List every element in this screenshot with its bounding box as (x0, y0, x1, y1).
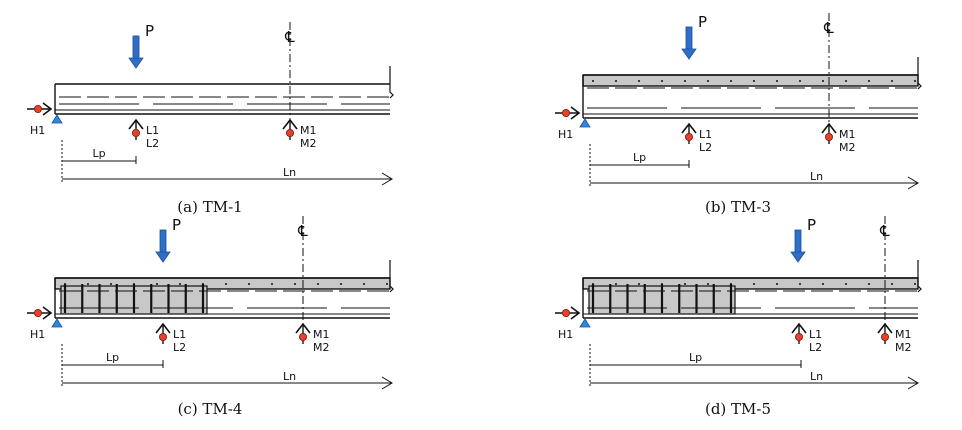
break-mark (389, 66, 394, 99)
load-arrow (128, 35, 144, 69)
panel-caption: (a) TM-1 (177, 198, 242, 216)
label-h1: H1 (558, 328, 573, 341)
label-l1: L1 (699, 128, 712, 141)
l-gauge (681, 122, 697, 144)
centerline-label: ℄ (297, 222, 308, 240)
label-m2: M2 (313, 341, 330, 354)
label-lp: Lp (689, 351, 702, 364)
l-gauge (155, 322, 171, 344)
load-arrow (790, 229, 806, 263)
load-arrow (681, 26, 697, 60)
load-label: P (145, 22, 154, 40)
label-lp: Lp (92, 147, 105, 160)
centerline-label: ℄ (284, 28, 295, 46)
ln-arrowhead (381, 376, 393, 390)
load-label: P (172, 216, 181, 234)
support-icon (579, 318, 591, 328)
support-icon (579, 118, 591, 128)
label-l1: L1 (146, 124, 159, 137)
label-l2: L2 (173, 341, 186, 354)
load-label: P (698, 13, 707, 31)
label-m2: M2 (895, 341, 912, 354)
label-h1: H1 (30, 124, 45, 137)
label-m1: M1 (839, 128, 856, 141)
centerline-label: ℄ (879, 222, 890, 240)
label-lp: Lp (106, 351, 119, 364)
l-gauge (791, 322, 807, 344)
load-arrow (155, 229, 171, 263)
panel-caption: (c) TM-4 (178, 400, 243, 418)
m-gauge (877, 322, 893, 344)
break-mark (917, 57, 922, 90)
label-l2: L2 (699, 141, 712, 154)
h-gauge-dot (34, 308, 43, 317)
h-gauge-dot (562, 109, 571, 118)
panel-caption: (b) TM-3 (705, 198, 771, 216)
label-m1: M1 (300, 124, 317, 137)
panel-caption: (d) TM-5 (705, 400, 771, 418)
ln-arrowhead (381, 172, 393, 186)
top-flange (582, 74, 919, 87)
label-l2: L2 (146, 137, 159, 150)
label-l1: L1 (173, 328, 186, 341)
h-gauge-arrow (42, 102, 53, 116)
label-m2: M2 (839, 141, 856, 154)
l-gauge (128, 118, 144, 140)
label-h1: H1 (30, 328, 45, 341)
break-mark (917, 260, 922, 293)
label-l1: L1 (809, 328, 822, 341)
m-gauge (282, 118, 298, 140)
m-gauge (821, 122, 837, 144)
centerline-label: ℄ (823, 19, 834, 37)
label-ln: Ln (283, 166, 296, 179)
label-h1: H1 (558, 128, 573, 141)
h-gauge-arrow (42, 306, 53, 320)
label-lp: Lp (633, 151, 646, 164)
h-gauge-arrow (570, 306, 581, 320)
support-icon (51, 318, 63, 328)
ln-arrowhead (907, 376, 919, 390)
label-m2: M2 (300, 137, 317, 150)
support-icon (51, 114, 63, 124)
ln-arrowhead (907, 176, 919, 190)
label-ln: Ln (810, 370, 823, 383)
label-m1: M1 (895, 328, 912, 341)
h-gauge-arrow (570, 106, 581, 120)
m-gauge (295, 322, 311, 344)
label-m1: M1 (313, 328, 330, 341)
label-l2: L2 (809, 341, 822, 354)
label-ln: Ln (810, 170, 823, 183)
load-label: P (807, 216, 816, 234)
h-gauge-dot (34, 105, 43, 114)
h-gauge-dot (562, 308, 571, 317)
break-mark (389, 260, 394, 293)
label-ln: Ln (283, 370, 296, 383)
